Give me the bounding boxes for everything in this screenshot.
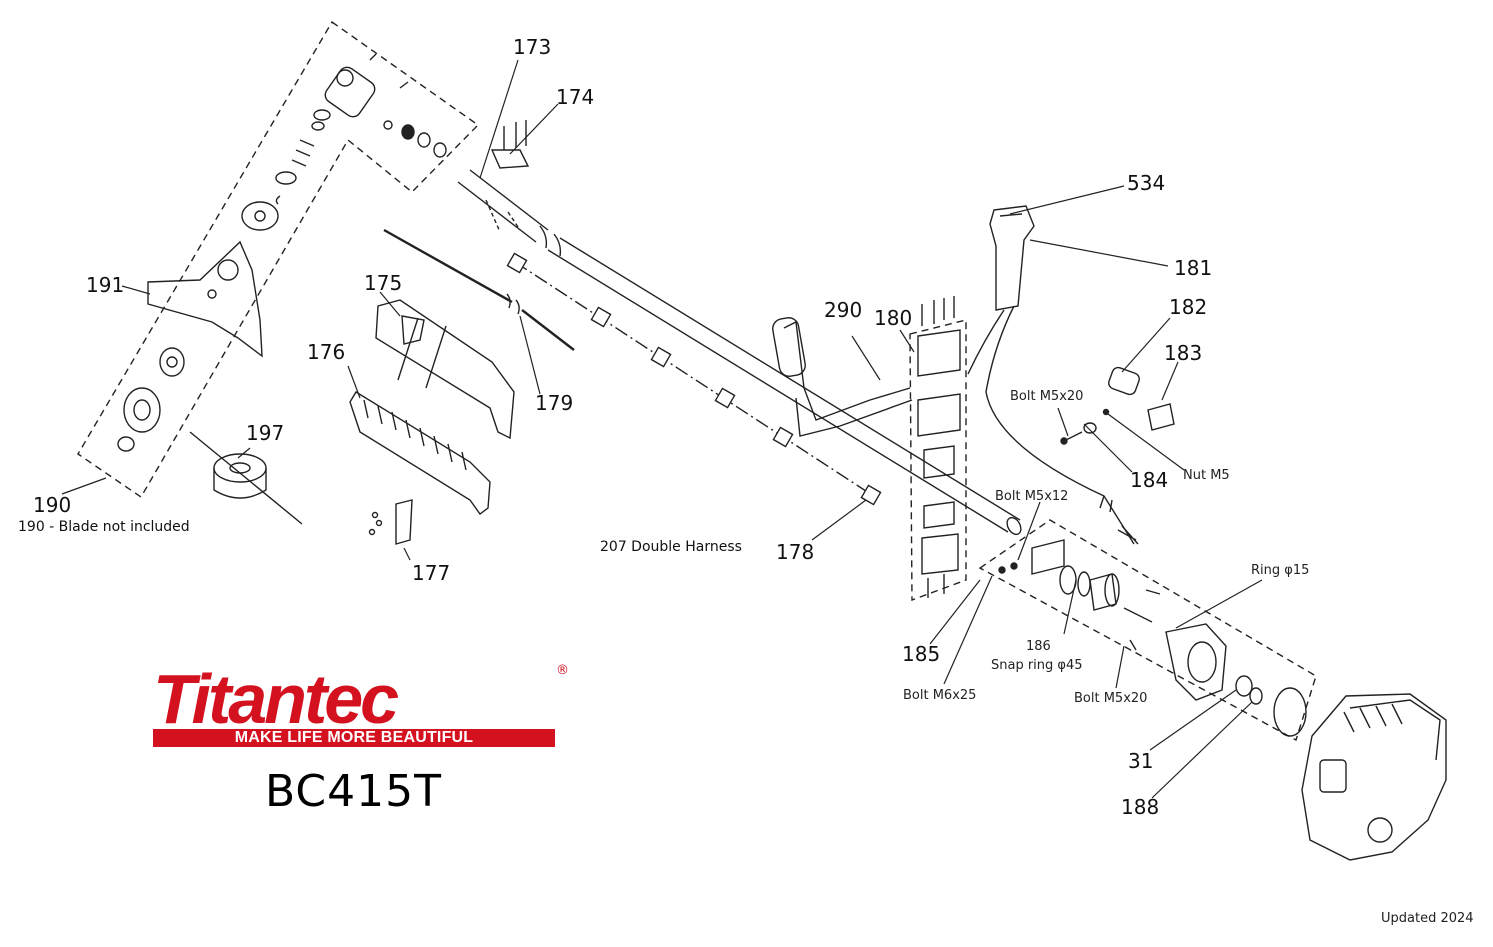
callout-188: 188: [1121, 795, 1160, 819]
drive-tube: [457, 169, 1022, 536]
callout-186: 186: [1026, 639, 1051, 654]
callout-534: 534: [1127, 171, 1166, 195]
brand-tagline: MAKE LIFE MORE BEAUTIFUL: [153, 729, 555, 747]
blade: [147, 240, 263, 358]
bushing-axis: [514, 261, 873, 496]
engine: [1301, 693, 1447, 861]
registered-mark: ®: [556, 663, 569, 678]
callout-175: 175: [364, 271, 403, 295]
bolt-m6x25-label: Bolt M6x25: [903, 688, 977, 703]
bolt-m5x12-label: Bolt M5x12: [995, 489, 1069, 504]
updated-date: Updated 2024: [1381, 911, 1474, 926]
callout-183: 183: [1164, 341, 1203, 365]
throttle-clamp-parts: [1060, 366, 1175, 445]
callout-290: 290: [824, 298, 863, 322]
flex-shaft: [383, 228, 575, 351]
loop-handle: [772, 317, 913, 437]
tube-clamp: [485, 120, 530, 233]
callout-191: 191: [86, 273, 125, 297]
callout-173: 173: [513, 35, 552, 59]
clutch-group-outline: [978, 519, 1317, 742]
shaft-bushings: [506, 252, 882, 506]
callout-182: 182: [1169, 295, 1208, 319]
callout-181: 181: [1174, 256, 1213, 280]
bolt-m5x20-bottom-label: Bolt M5x20: [1074, 691, 1148, 706]
leader-lines: [61, 59, 1263, 799]
blade-note: 190 - Blade not included: [18, 519, 190, 535]
callout-178: 178: [776, 540, 815, 564]
callout-31: 31: [1128, 749, 1154, 773]
callout-174: 174: [556, 85, 595, 109]
nut-m5-label: Nut M5: [1183, 468, 1230, 483]
snap-ring-label: Snap ring φ45: [991, 658, 1083, 673]
guard-extension: [349, 391, 491, 515]
callout-184: 184: [1130, 468, 1169, 492]
brand-logo: Titantec: [153, 660, 399, 738]
callout-177: 177: [412, 561, 451, 585]
guard-bracket: [368, 499, 413, 545]
guard: [375, 299, 515, 440]
harness-note: 207 Double Harness: [600, 539, 742, 555]
callout-179: 179: [535, 391, 574, 415]
callout-185: 185: [902, 642, 941, 666]
ring-15-label: Ring φ15: [1251, 563, 1310, 578]
model-name: BC415T: [265, 766, 442, 817]
gearbox-head: [207, 53, 447, 299]
bolt-m5x20-top-label: Bolt M5x20: [1010, 389, 1084, 404]
callout-197: 197: [246, 421, 285, 445]
throttle-handle: [967, 205, 1139, 545]
blade-collars: [117, 347, 185, 452]
trimmer-head: [189, 431, 303, 525]
callout-176: 176: [307, 340, 346, 364]
callout-190: 190: [33, 493, 72, 517]
handle-clamp-assembly: [909, 296, 967, 602]
callout-180: 180: [874, 306, 913, 330]
gearbox-group-outline: [77, 20, 480, 499]
